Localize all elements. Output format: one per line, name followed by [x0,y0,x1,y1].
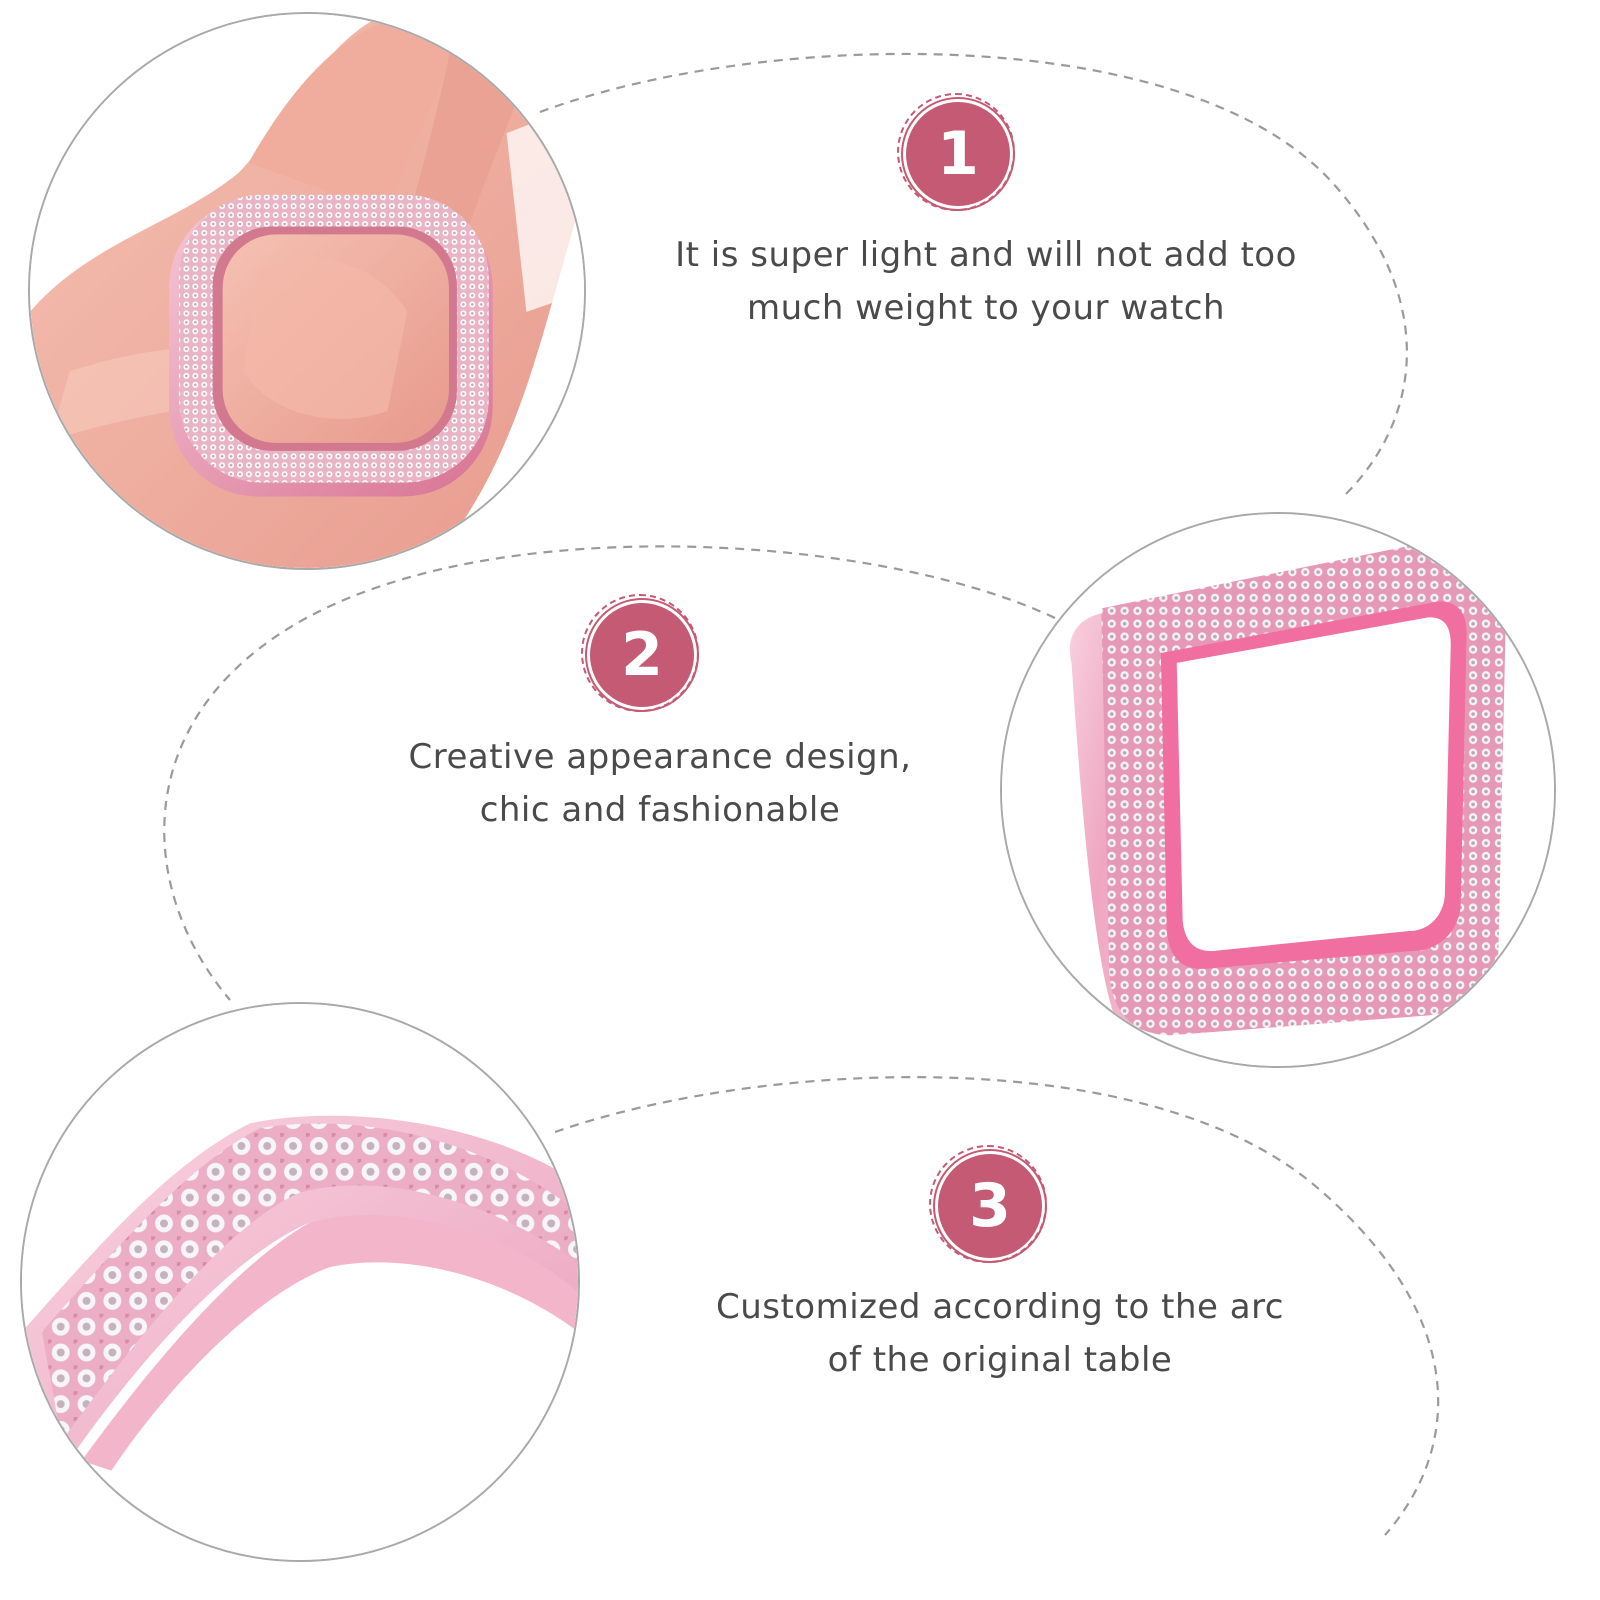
dashed-arc-2 [163,545,1056,1001]
badge-3-dashed-ring [929,1145,1047,1263]
dashed-arc-3 [554,1076,1440,1536]
feature-3-line-1: Customized according to the arc [715,1287,1285,1327]
badge-1: 1 [897,93,1015,211]
badge-1-dashed-ring [897,93,1015,211]
hand-holding-case-photo [28,12,586,570]
feature-1-line-1: It is super light and will not add too [675,235,1297,275]
dashed-arc-1 [539,52,1408,496]
feature-2-caption: Creative appearance design, chic and fas… [300,731,1020,837]
case-closeup-photo [20,1002,580,1562]
feature-3-line-2: of the original table [827,1340,1173,1380]
feature-2-line-1: Creative appearance design, [408,737,912,777]
case-angle-photo [1000,512,1556,1068]
feature-1-line-2: much weight to your watch [746,288,1226,328]
badge-2: 2 [581,594,699,712]
badge-3: 3 [929,1145,1047,1263]
feature-2-line-2: chic and fashionable [479,790,841,830]
feature-1-caption: It is super light and will not add too m… [626,229,1346,335]
badge-2-dashed-ring [581,594,699,712]
feature-3-caption: Customized according to the arc of the o… [640,1281,1360,1387]
